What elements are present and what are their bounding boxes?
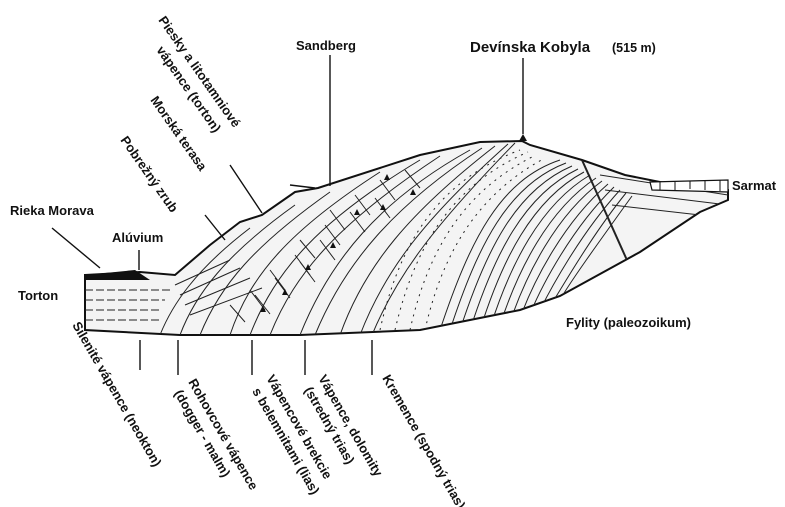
fylity-label: Fylity (paleozoikum) <box>566 315 691 330</box>
aluvium-label: Alúvium <box>112 230 163 245</box>
torton-label: Torton <box>18 288 58 303</box>
rieka-morava-label: Rieka Morava <box>10 203 95 218</box>
silenite-label: Silenité vápence (neokton) <box>69 319 164 469</box>
kremence-label: Kremence (spodný trias) <box>379 372 468 507</box>
summit-height-label: (515 m) <box>612 41 656 55</box>
sarmat-label: Sarmat <box>732 178 777 193</box>
pobrezny-zrub-label: Pobrežný zrub <box>118 133 182 215</box>
summit-name-label: Devínska Kobyla <box>470 39 591 56</box>
sandberg-label: Sandberg <box>296 38 356 53</box>
mountain-profile <box>85 134 728 335</box>
